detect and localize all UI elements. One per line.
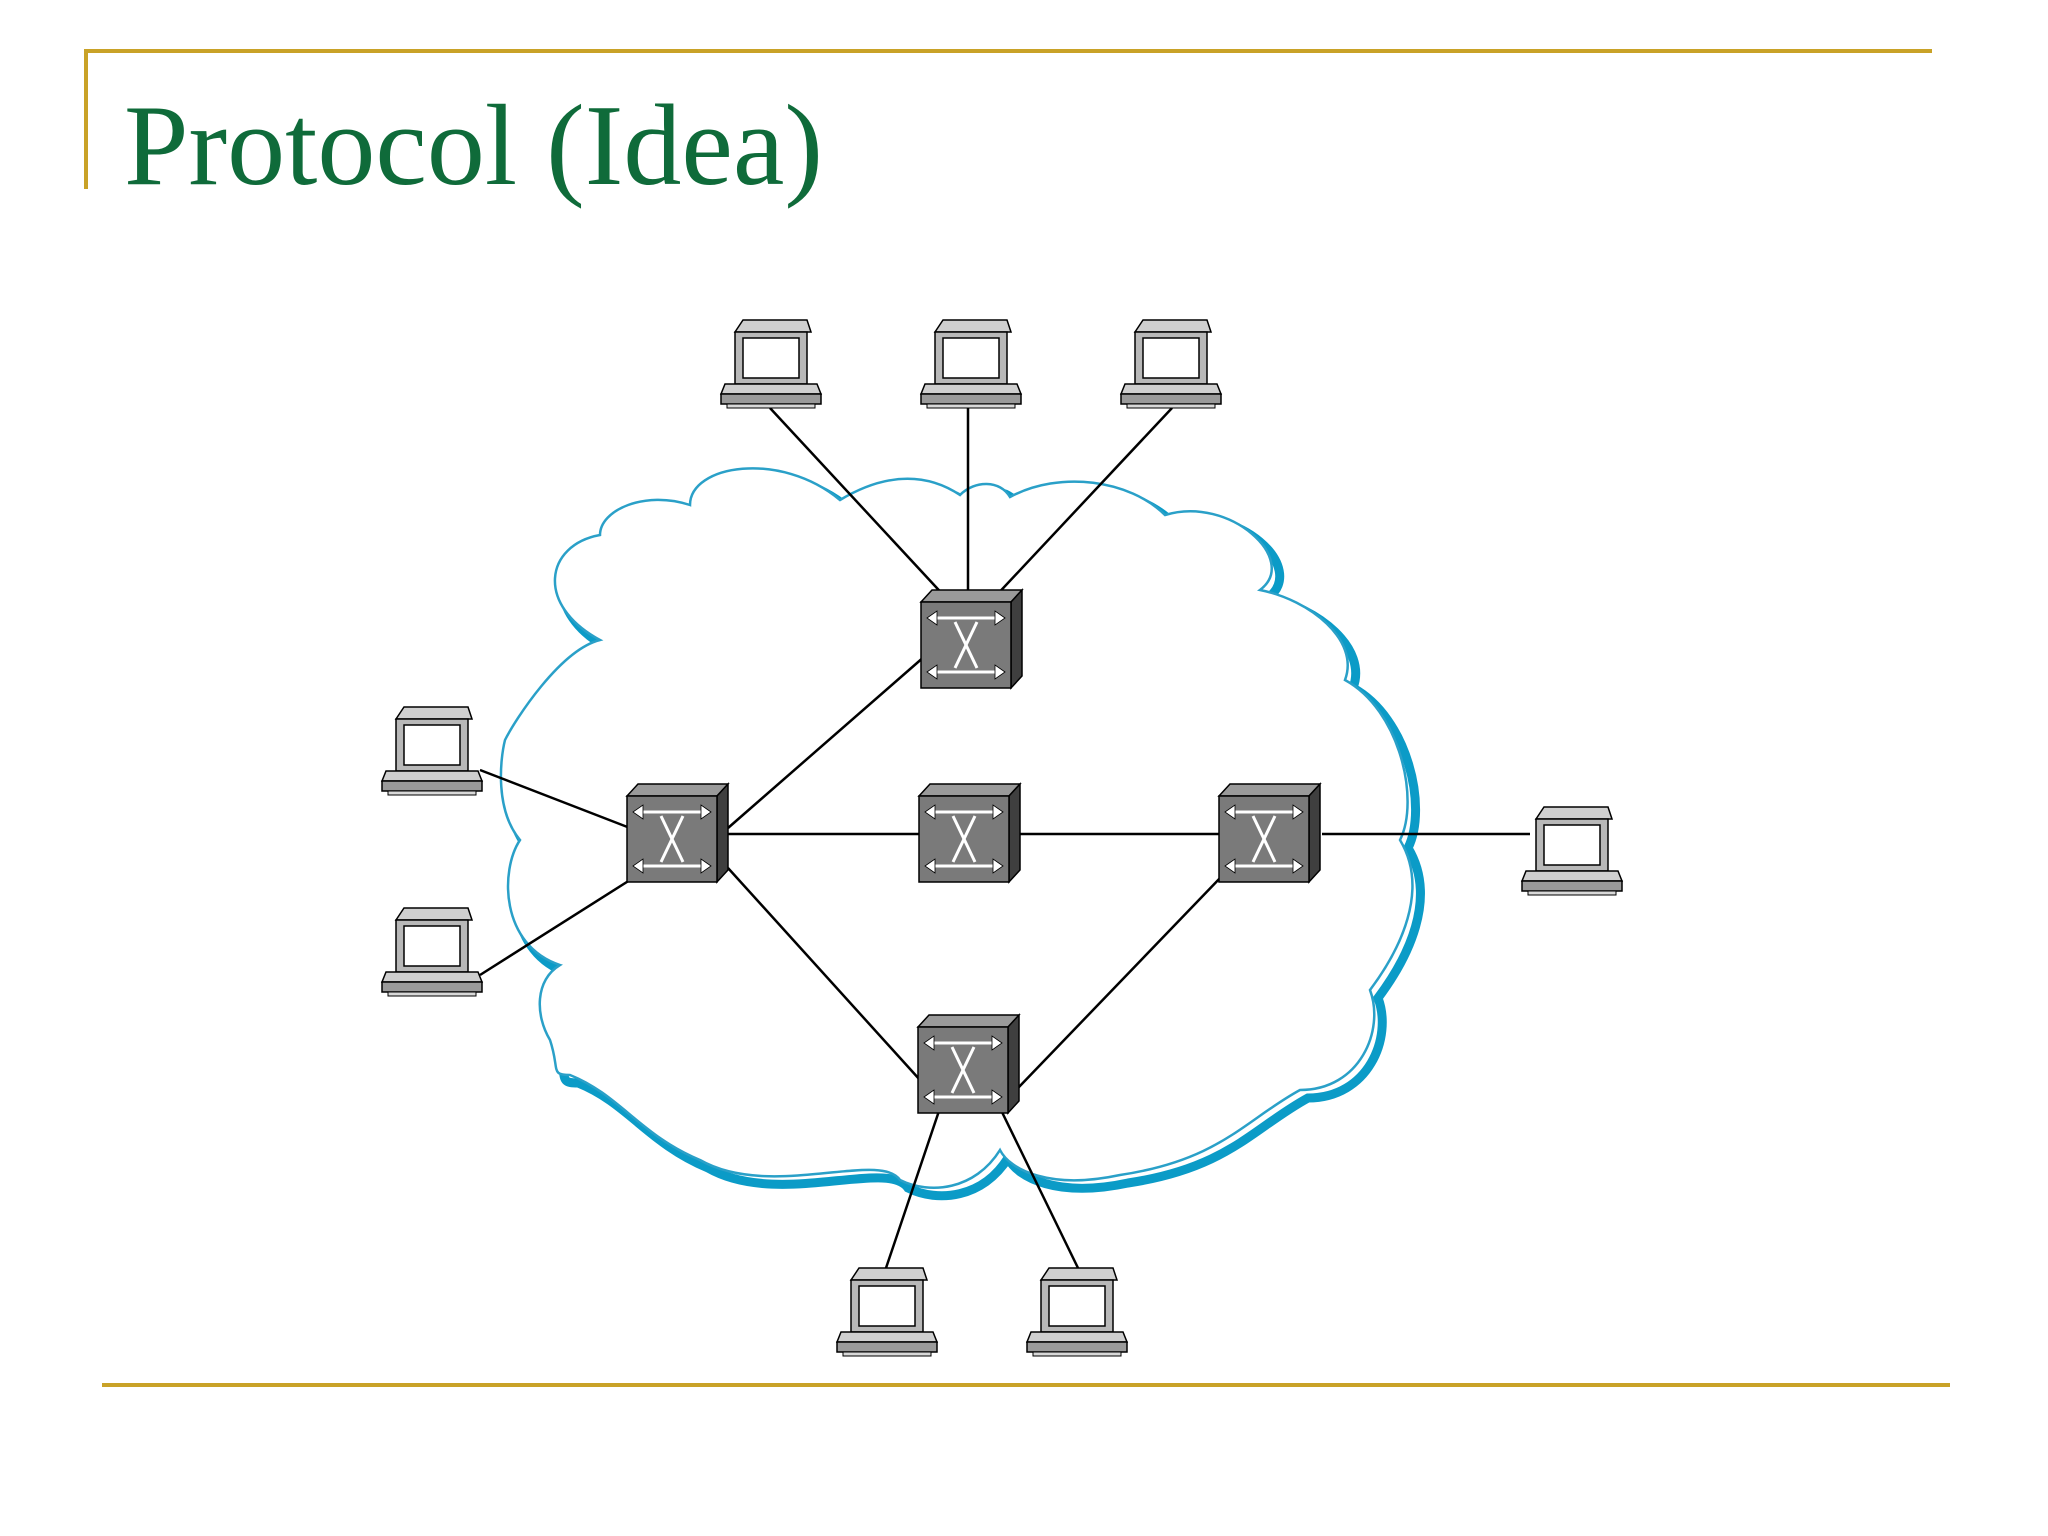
link-pc-left-2-switch-left — [479, 878, 631, 977]
link-switch-right-switch-bottom — [1017, 875, 1223, 1089]
packet-switch-icon — [1217, 782, 1322, 884]
desktop-computer-icon — [381, 907, 483, 997]
bottom-rule — [102, 1383, 1950, 1387]
packet-switch-icon — [919, 588, 1024, 690]
link-switch-left-switch-bottom — [727, 867, 921, 1081]
link-switch-bottom-pc-bottom-2 — [998, 1107, 1080, 1269]
desktop-computer-icon — [720, 319, 822, 409]
link-pc-left-1-switch-left — [479, 768, 631, 830]
packet-switch-icon — [917, 782, 1022, 884]
desktop-computer-icon — [836, 1267, 938, 1357]
desktop-computer-icon — [920, 319, 1022, 409]
link-switch-bottom-pc-bottom-1 — [884, 1107, 942, 1269]
desktop-computer-icon — [1120, 319, 1222, 409]
links — [479, 407, 1530, 1269]
packet-switch-icon — [625, 782, 730, 884]
link-pc-top-1-switch-top — [769, 407, 949, 601]
top-rule — [84, 49, 1932, 53]
left-rule — [84, 49, 88, 189]
slide-title: Protocol (Idea) — [124, 82, 823, 210]
packet-switch-icon — [916, 1013, 1021, 1115]
link-pc-top-3-switch-top — [991, 407, 1173, 601]
desktop-computer-icon — [1026, 1267, 1128, 1357]
link-switch-top-switch-left — [727, 655, 926, 829]
desktop-computer-icon — [381, 706, 483, 796]
desktop-computer-icon — [1521, 806, 1623, 896]
